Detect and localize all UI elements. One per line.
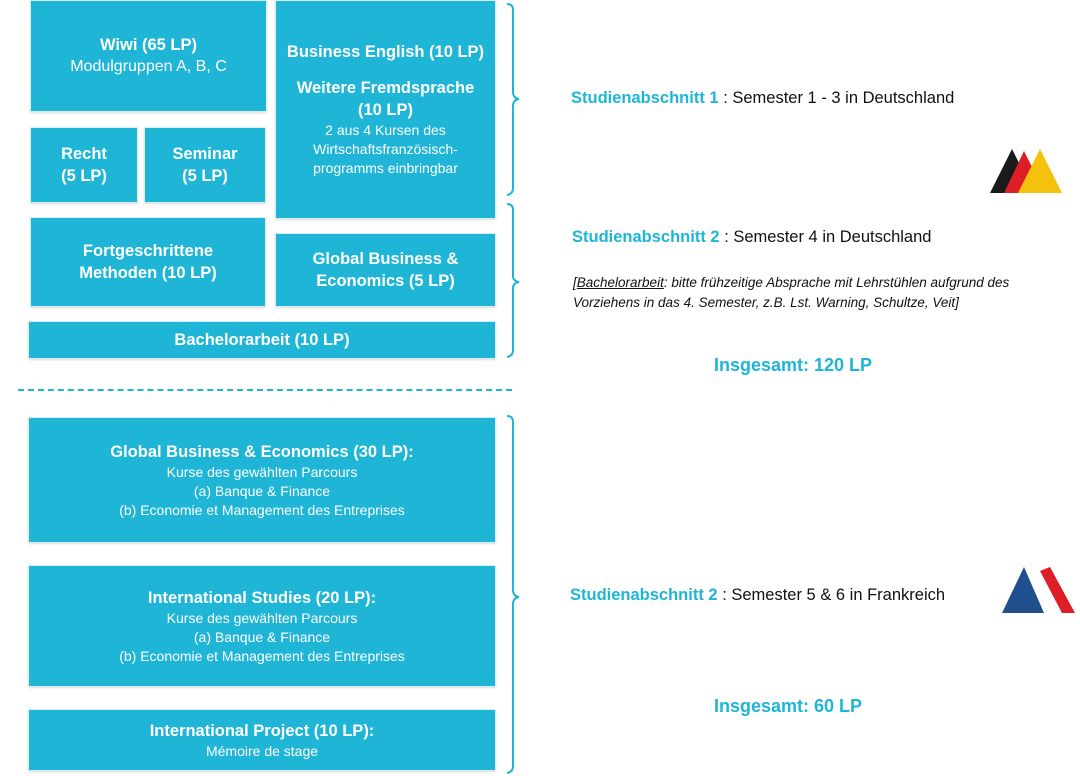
module-intl-studies-sub3: (b) Economie et Management des Entrepris…: [119, 647, 405, 664]
studienabschnitt-2a-text: : Semester 4 in Deutschland: [719, 228, 932, 246]
note-rest2: Vorziehens in das 4. Semester, z.B. Lst.…: [573, 295, 959, 310]
note-link: Bachelorarbeit: [576, 275, 664, 290]
studienabschnitt-2a-title: Studienabschnitt 2: [572, 228, 720, 246]
module-fortgeschrittene-line1: Fortgeschrittene: [82, 242, 214, 260]
section-divider: [18, 389, 512, 391]
module-fremdsprache-sub3: programms einbringbar: [313, 160, 458, 176]
module-intl-studies-sub1: Kurse des gewählten Parcours: [166, 609, 358, 626]
note-rest1: : bitte frühzeitige Absprache mit Lehrst…: [663, 275, 1010, 290]
note-open-bracket: [: [573, 275, 577, 290]
french-university-logo-icon: [1002, 567, 1075, 613]
module-wiwi-title: Wiwi (65 LP): [99, 36, 198, 54]
module-intl-studies-title: International Studies (20 LP):: [147, 588, 377, 607]
module-gbe-sub3: (b) Economie et Management des Entrepris…: [119, 501, 405, 518]
module-bachelorarbeit-title: Bachelorarbeit (10 LP): [174, 331, 350, 349]
module-recht-line1: Recht: [61, 145, 107, 163]
module-gbe-sub2: (a) Banque & Finance: [193, 482, 331, 499]
studienabschnitt-1-title: Studienabschnitt 1: [571, 89, 719, 107]
studienabschnitt-1-label: Studienabschnitt 1 : Semester 1 - 3 in D…: [571, 89, 954, 108]
studienabschnitt-2b-label: Studienabschnitt 2 : Semester 5 & 6 in F…: [570, 586, 945, 605]
module-languages: Business English (10 LP) Weitere Fremdsp…: [275, 0, 496, 219]
module-gbe-title: Global Business & Economics (30 LP):: [110, 442, 414, 461]
module-fortgeschrittene-line2: Methoden (10 LP): [79, 264, 217, 282]
module-global-business-line1: Global Business &: [312, 250, 459, 268]
curly-brace-icon: [506, 203, 520, 358]
module-recht: Recht (5 LP): [30, 127, 138, 203]
module-seminar-line2: (5 LP): [182, 167, 228, 185]
module-fremdsprache-title1: Weitere Fremdsprache: [296, 79, 475, 97]
module-business-english: Business English (10 LP): [286, 43, 485, 61]
curly-brace-icon: [506, 415, 520, 774]
module-seminar: Seminar (5 LP): [144, 127, 266, 203]
total-60: Insgesamt: 60 LP: [714, 696, 863, 716]
module-wiwi-sub: Modulgruppen A, B, C: [70, 58, 227, 75]
module-fortgeschrittene: Fortgeschrittene Methoden (10 LP): [30, 217, 266, 307]
module-fremdsprache-sub1: 2 aus 4 Kursen des: [325, 122, 446, 138]
studienabschnitt-2a-label: Studienabschnitt 2 : Semester 4 in Deuts…: [572, 228, 931, 247]
module-wiwi: Wiwi (65 LP) Modulgruppen A, B, C: [30, 0, 267, 112]
module-fremdsprache-sub2: Wirtschaftsfranzösisch-: [313, 141, 458, 157]
studienabschnitt-2b-title: Studienabschnitt 2: [570, 586, 718, 604]
module-intl-studies-sub2: (a) Banque & Finance: [193, 628, 331, 645]
module-intl-project-sub: Mémoire de stage: [205, 742, 319, 759]
module-recht-line2: (5 LP): [61, 167, 107, 185]
studienabschnitt-1-text: : Semester 1 - 3 in Deutschland: [718, 89, 955, 107]
module-fremdsprache-title2: (10 LP): [357, 101, 413, 119]
module-seminar-line1: Seminar: [172, 145, 238, 163]
studienabschnitt-2b-text: : Semester 5 & 6 in Frankreich: [717, 586, 946, 604]
module-intl-project-title: International Project (10 LP):: [149, 721, 375, 740]
german-university-logo-icon: [990, 149, 1062, 193]
module-gbe-30: Global Business & Economics (30 LP): Kur…: [28, 417, 496, 543]
module-global-business: Global Business & Economics (5 LP): [275, 233, 496, 307]
module-intl-project: International Project (10 LP): Mémoire d…: [28, 709, 496, 771]
module-global-business-line2: Economics (5 LP): [316, 272, 455, 290]
module-bachelorarbeit: Bachelorarbeit (10 LP): [28, 321, 496, 359]
bachelorarbeit-note: [Bachelorarbeit: bitte frühzeitige Abspr…: [573, 273, 1073, 313]
curly-brace-icon: [506, 3, 520, 196]
module-gbe-sub1: Kurse des gewählten Parcours: [166, 463, 358, 480]
module-intl-studies: International Studies (20 LP): Kurse des…: [28, 565, 496, 687]
total-120: Insgesamt: 120 LP: [714, 355, 873, 375]
